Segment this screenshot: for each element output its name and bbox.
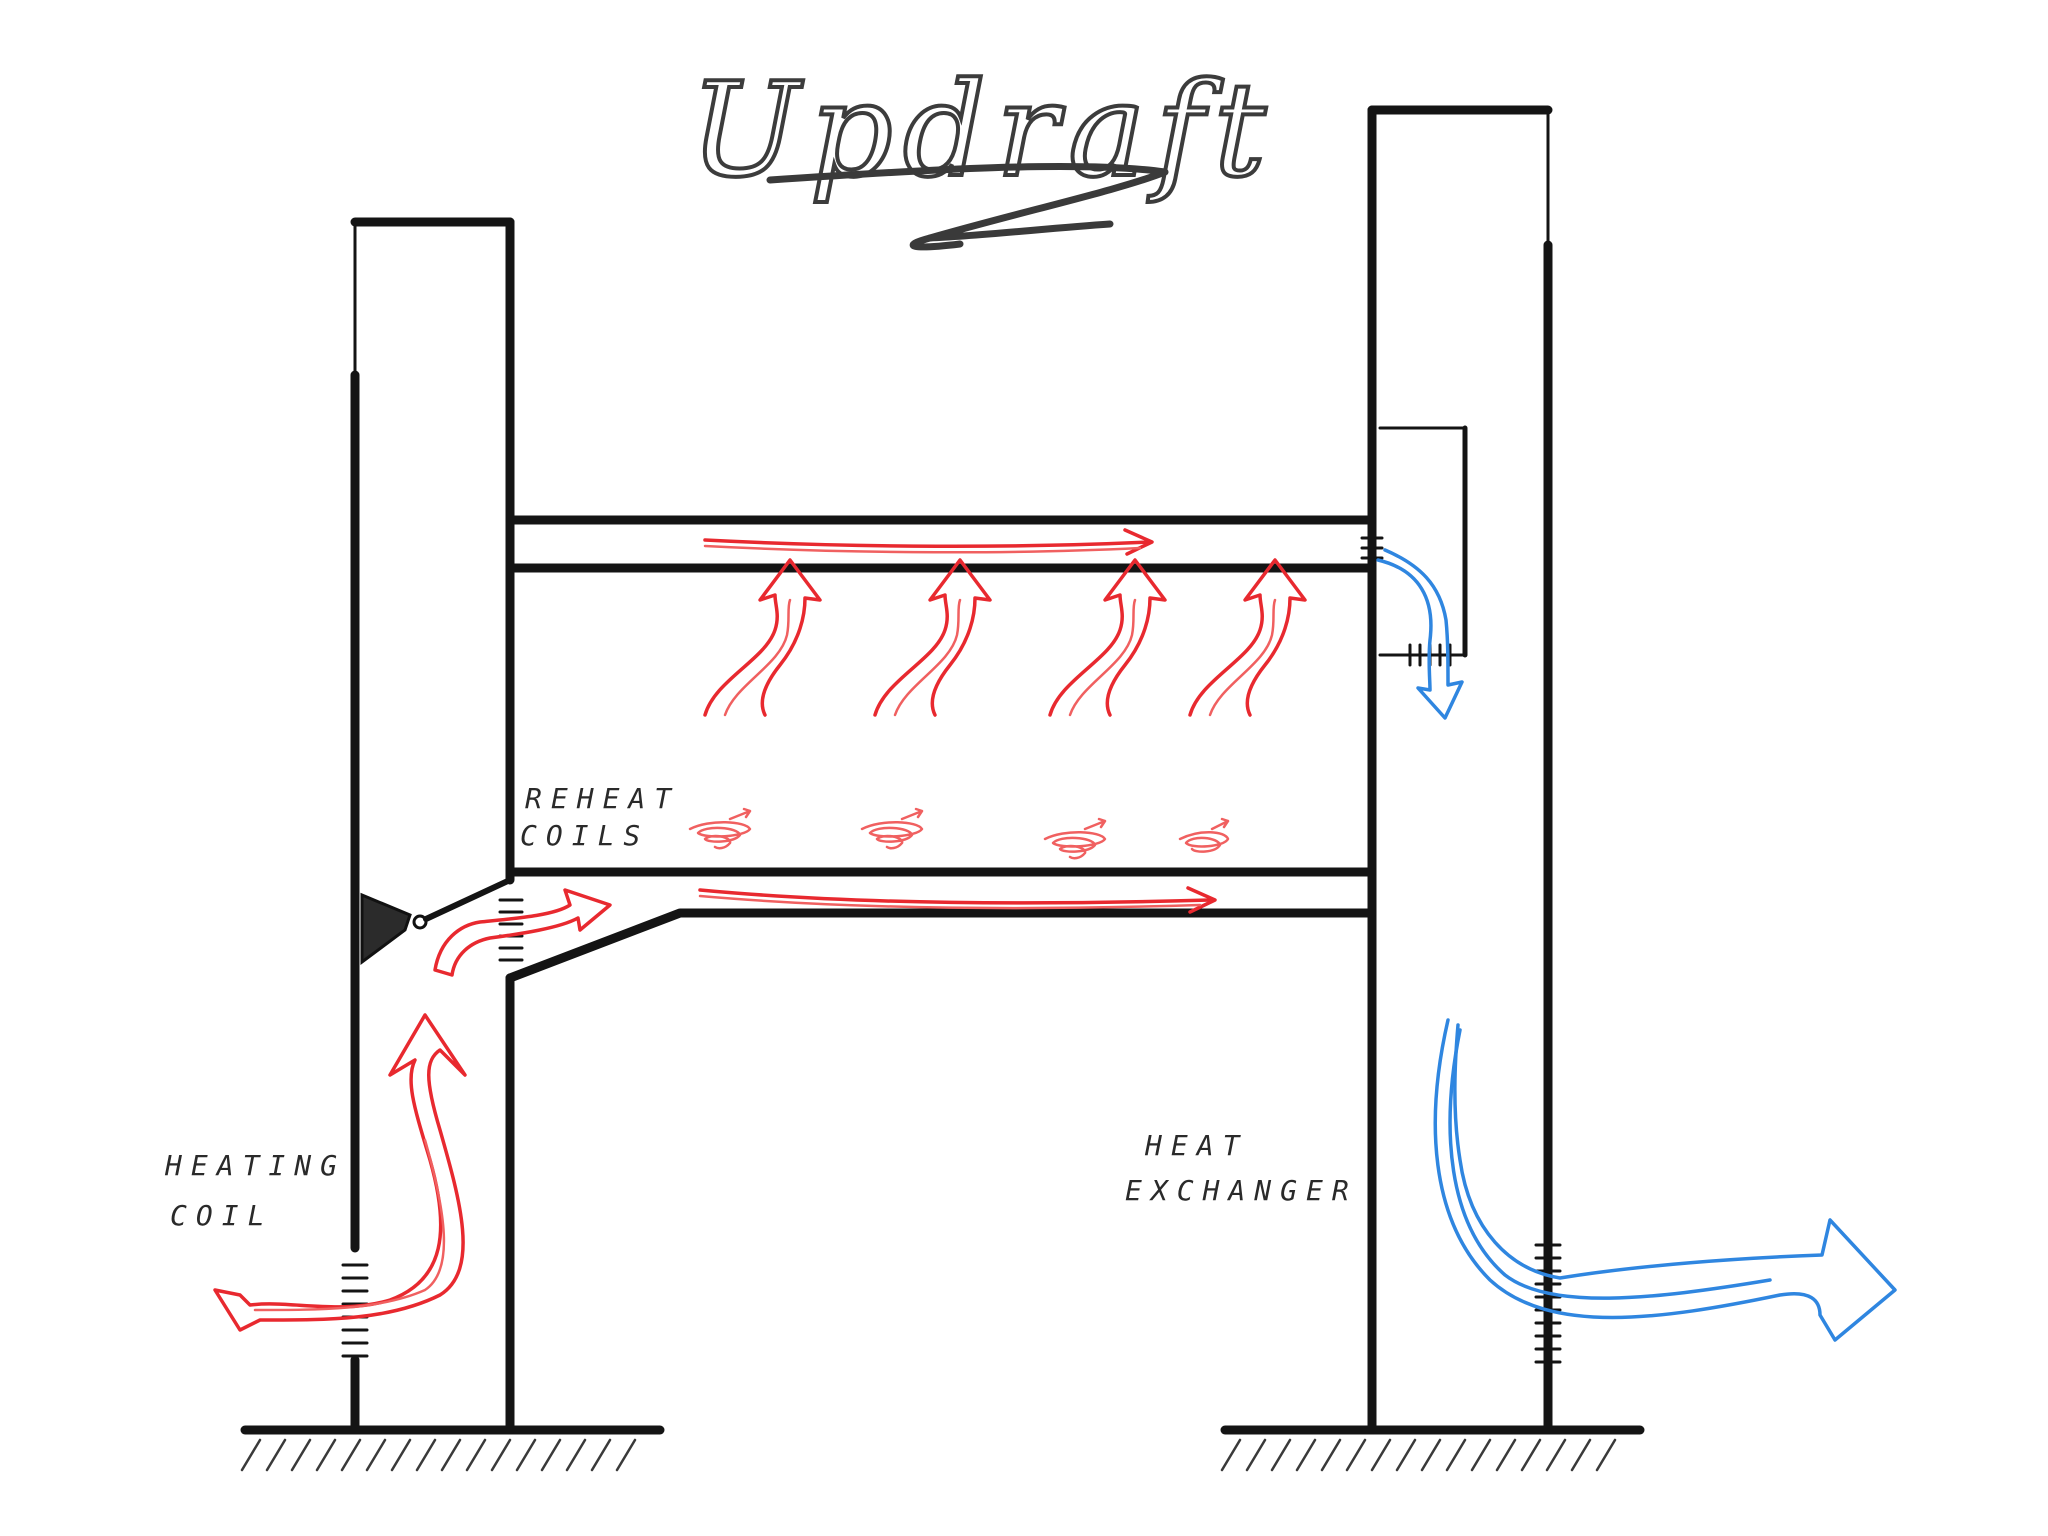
swirl-icon: [688, 807, 752, 850]
upper-duct-flow-arrow: [703, 528, 1154, 556]
lower-duct: [505, 867, 1377, 983]
rising-hot-air-arrows: [703, 558, 1307, 717]
upper-duct: [505, 515, 1377, 573]
heat-exchanger-label-line1: HEAT: [1144, 1129, 1248, 1162]
title-swoosh-tail: [909, 234, 964, 251]
ground-hatch-left: [240, 1438, 637, 1472]
swirl-icon: [860, 807, 924, 850]
reheat-coils-label-line1: REHEAT: [525, 782, 680, 815]
heating-coil-label-line2: COIL: [170, 1199, 273, 1232]
fan-icon: [360, 877, 513, 965]
heat-exchanger-label-line2: EXCHANGER: [1125, 1174, 1358, 1207]
reheat-coil-swirls: [688, 807, 1230, 860]
cold-air-bypass-arrow: [1376, 548, 1464, 720]
title-underline-swoosh: [766, 163, 1169, 242]
rising-arrow-3: [1048, 558, 1167, 717]
vent-grille-duct-inlet: [498, 898, 524, 962]
rising-arrow-4: [1188, 558, 1307, 717]
right-tower: [1367, 105, 1553, 1435]
ground-hatch-right: [1220, 1438, 1617, 1472]
ground-left: [240, 1425, 665, 1472]
hot-air-intake-arrow: [213, 1013, 467, 1332]
heating-coil-label-line1: HEATING: [164, 1149, 346, 1182]
label-reheat-coils: REHEAT COILS: [520, 782, 680, 852]
lower-duct-flow-arrow: [698, 886, 1217, 914]
label-heating-coil: HEATING COIL: [164, 1149, 346, 1232]
label-heat-exchanger: HEAT EXCHANGER: [1125, 1129, 1358, 1207]
left-tower: [350, 217, 515, 1435]
ground-right: [1220, 1425, 1645, 1472]
diagram-title: Updraft: [688, 52, 1276, 251]
vent-grille-upper-outlet: [1360, 536, 1384, 560]
swirl-icon: [1043, 817, 1107, 860]
cold-air-exhaust-arrow: [1433, 1018, 1897, 1342]
reheat-coils-label-line2: COILS: [520, 819, 649, 852]
rising-arrow-1: [703, 558, 822, 717]
swirl-icon: [1178, 817, 1230, 853]
hot-air-turn-arrow: [433, 888, 612, 977]
vent-grille-heating-coil: [341, 1263, 369, 1358]
rising-arrow-2: [873, 558, 992, 717]
title-text: Updraft: [690, 54, 1276, 206]
